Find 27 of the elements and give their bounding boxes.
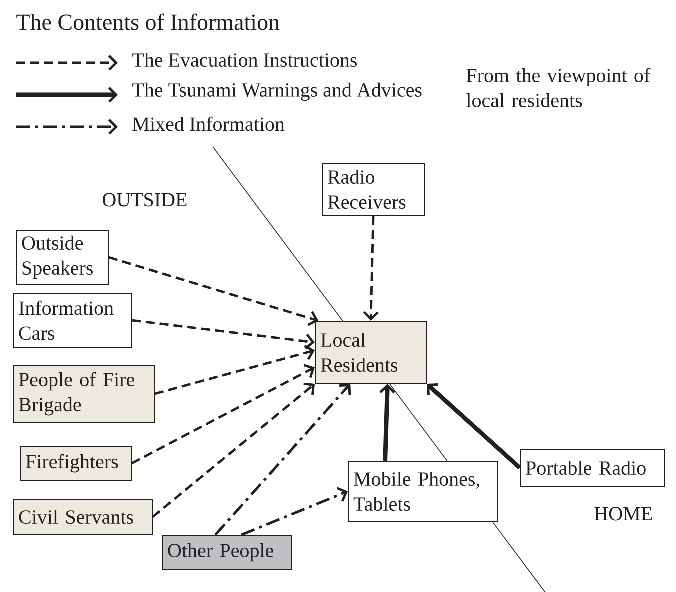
process-box: Other People: [162, 535, 292, 570]
process-box: Radio Receivers: [322, 163, 425, 216]
heading: The Contents of Information: [16, 14, 280, 30]
region-label: HOME: [594, 507, 652, 521]
arrow: [152, 382, 315, 518]
region-label: OUTSIDE: [103, 193, 187, 207]
process-box: Firefighters: [20, 446, 132, 481]
arrow: [131, 364, 315, 465]
arrow: [241, 487, 348, 536]
arrow: [214, 384, 352, 536]
legend-text: The Evacuation Instructions: [132, 52, 357, 68]
arrow: [427, 383, 522, 470]
process-box: Local Residents: [315, 321, 427, 384]
note-text: From the viewpoint of local residents: [466, 68, 651, 108]
arrow: [363, 216, 380, 321]
process-box: Civil Servants: [13, 499, 153, 535]
process-box: People of Fire Brigade: [13, 365, 155, 423]
process-box: Information Cars: [13, 293, 132, 348]
arrow: [380, 384, 396, 462]
process-box: Portable Radio: [520, 449, 665, 487]
arrow: [154, 345, 315, 396]
legend-text: Mixed Information: [132, 116, 285, 132]
arrow: [132, 319, 315, 350]
process-box: Outside Speakers: [16, 230, 109, 285]
process-box: Mobile Phones, Tablets: [348, 461, 498, 522]
legend-text: The Tsunami Warnings and Advices: [132, 82, 422, 102]
arrow: [108, 256, 319, 326]
